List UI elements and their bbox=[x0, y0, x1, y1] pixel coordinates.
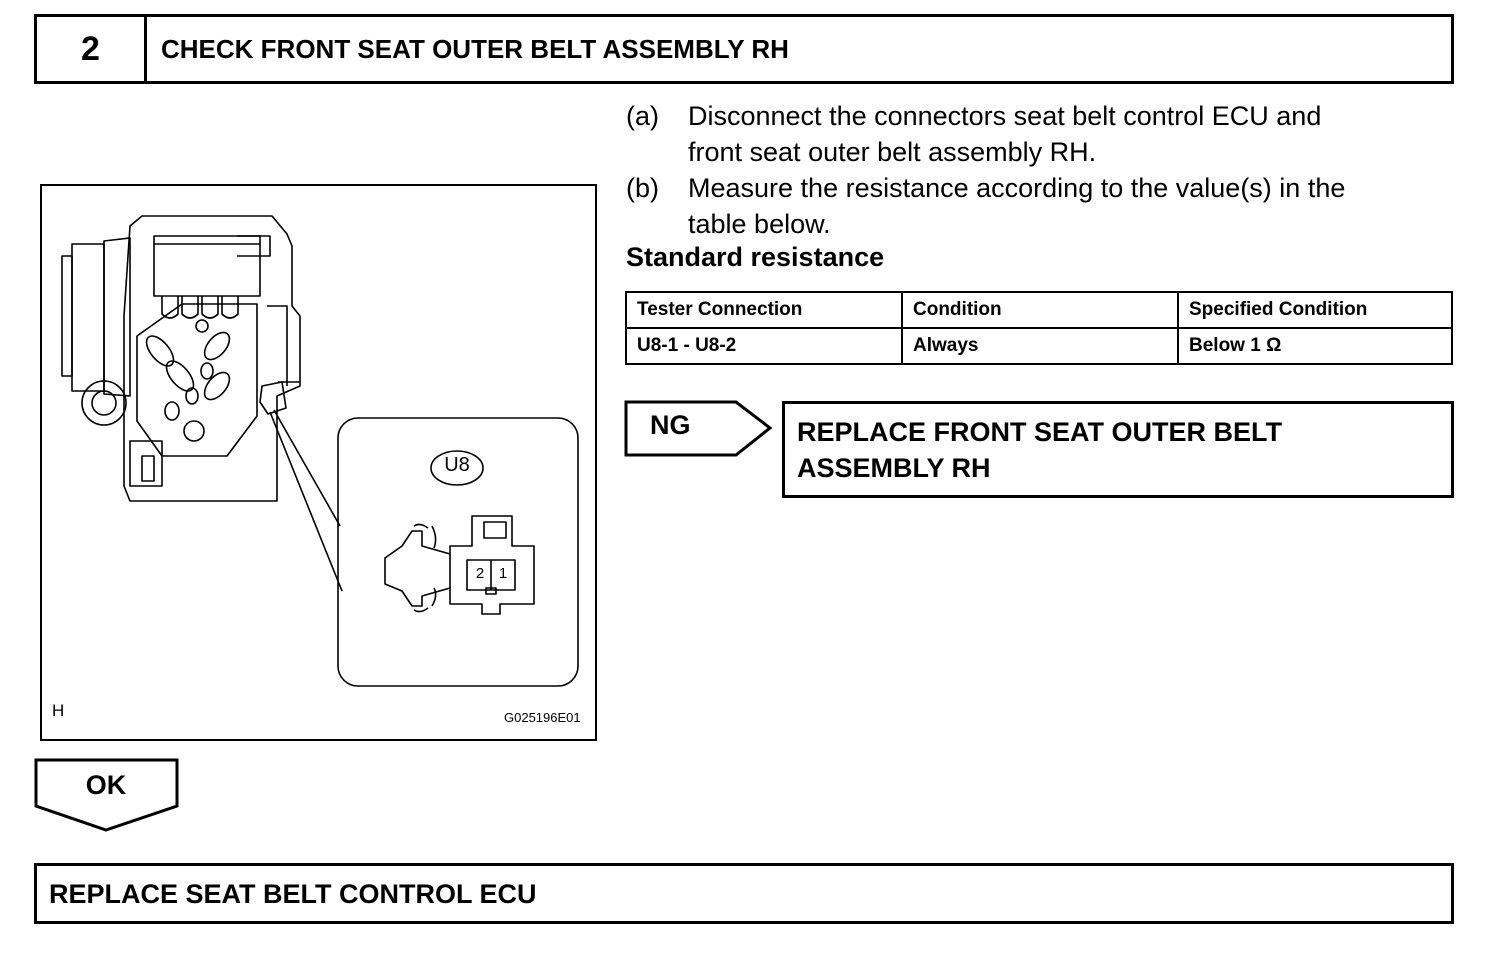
ok-result-box: REPLACE SEAT BELT CONTROL ECU bbox=[34, 863, 1454, 924]
instruction-line: table below. bbox=[688, 209, 831, 239]
instruction-marker: (a) bbox=[626, 101, 659, 131]
ok-label: OK bbox=[85, 770, 127, 800]
standard-resistance-table: Tester Connection Condition Specified Co… bbox=[625, 291, 1453, 365]
instruction-line: Measure the resistance according to the … bbox=[688, 173, 1346, 203]
ok-action: REPLACE SEAT BELT CONTROL ECU bbox=[49, 878, 537, 909]
table-header: Tester Connection bbox=[625, 291, 903, 329]
ng-label: NG bbox=[650, 410, 691, 440]
table-row: U8-1 - U8-2 Always Below 1 Ω bbox=[625, 327, 1453, 365]
table-cell: U8-1 - U8-2 bbox=[625, 327, 903, 365]
ng-action-line: ASSEMBLY RH bbox=[797, 453, 991, 483]
table-cell: Below 1 Ω bbox=[1177, 327, 1453, 365]
table-header-row: Tester Connection Condition Specified Co… bbox=[625, 291, 1453, 329]
pin-label-1: 1 bbox=[498, 565, 508, 582]
ng-action-line: REPLACE FRONT SEAT OUTER BELT bbox=[797, 417, 1282, 447]
figure-code: G025196E01 bbox=[504, 710, 581, 725]
instruction-b: (b) Measure the resistance according to … bbox=[626, 170, 1456, 242]
table-header: Condition bbox=[901, 291, 1179, 329]
instruction-marker: (b) bbox=[626, 173, 659, 203]
figure-corner-label: H bbox=[52, 701, 65, 720]
ok-arrow-shape bbox=[34, 758, 179, 832]
component-illustration: U8 2 1 H G025196E01 bbox=[40, 184, 597, 741]
instruction-line: front seat outer belt assembly RH. bbox=[688, 137, 1097, 167]
step-number: 2 bbox=[37, 17, 147, 81]
ng-result-box: REPLACE FRONT SEAT OUTER BELT ASSEMBLY R… bbox=[782, 401, 1454, 498]
seat-belt-ecu-drawing bbox=[61, 215, 579, 687]
connector-label: U8 bbox=[444, 454, 470, 476]
standard-title: Standard resistance bbox=[626, 242, 885, 272]
table-cell: Always bbox=[901, 327, 1179, 365]
pin-label-2: 2 bbox=[475, 565, 485, 582]
table-header: Specified Condition bbox=[1177, 291, 1453, 329]
ng-arrow-shape bbox=[624, 400, 773, 457]
step-title: CHECK FRONT SEAT OUTER BELT ASSEMBLY RH bbox=[161, 33, 789, 64]
step-header: 2 CHECK FRONT SEAT OUTER BELT ASSEMBLY R… bbox=[34, 14, 1454, 84]
instruction-a: (a) Disconnect the connectors seat belt … bbox=[626, 98, 1456, 170]
instruction-line: Disconnect the connectors seat belt cont… bbox=[688, 101, 1322, 131]
